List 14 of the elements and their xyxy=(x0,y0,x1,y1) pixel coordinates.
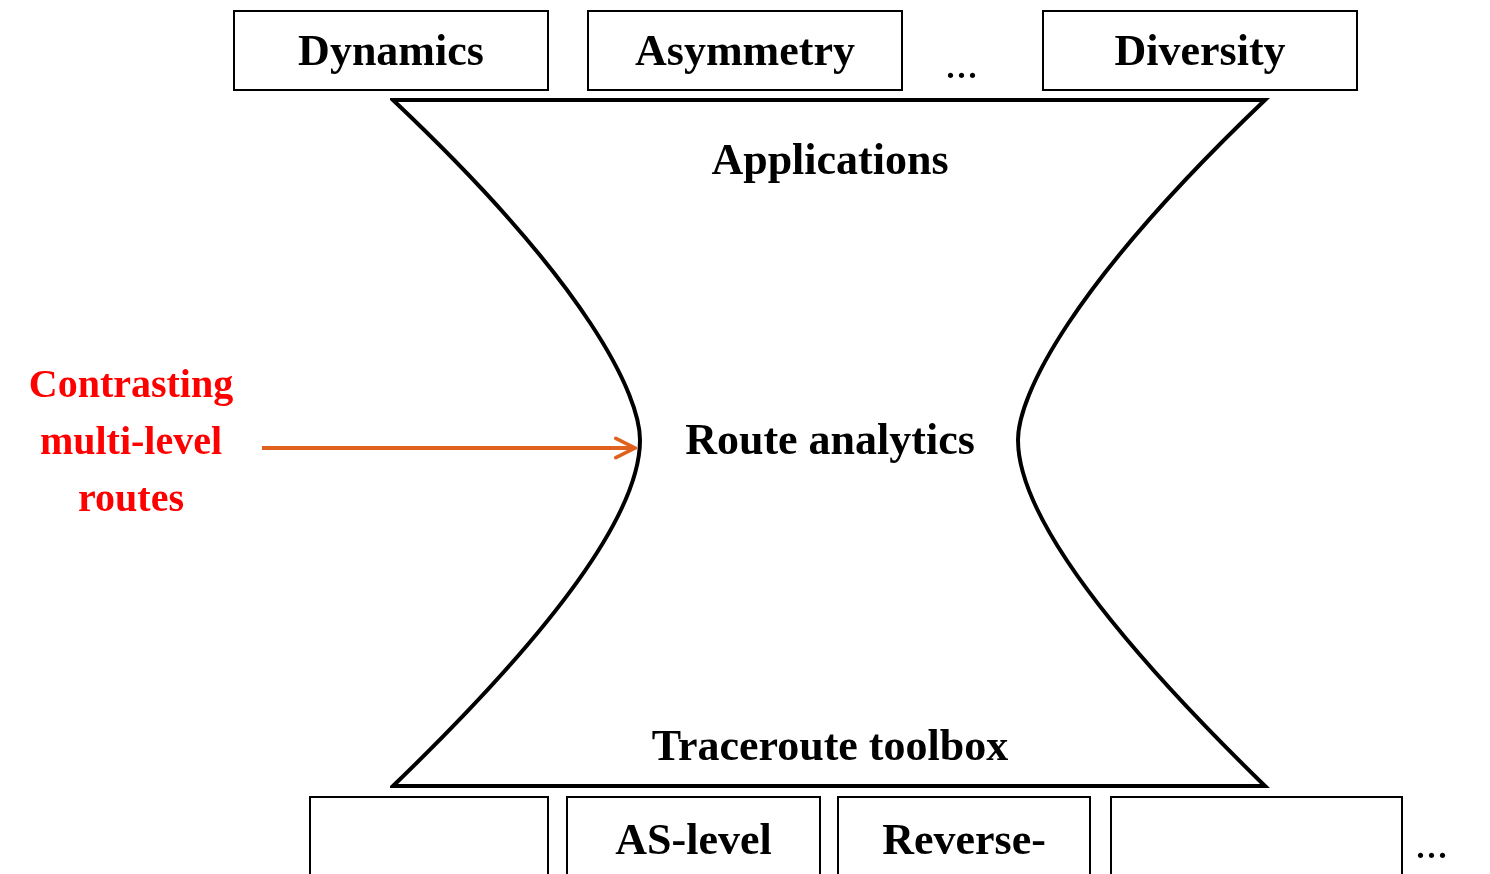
label-box xyxy=(1110,796,1403,874)
label-box xyxy=(309,796,549,874)
category-box: Diversity xyxy=(1042,10,1358,91)
top-label: Applications xyxy=(710,134,950,185)
arrow xyxy=(262,436,637,460)
category-box: Dynamics xyxy=(233,10,549,91)
category-box: AS-level xyxy=(566,796,821,874)
bottom-label: Traceroute toolbox xyxy=(650,720,1010,771)
category-box: Reverse- xyxy=(837,796,1091,874)
annotation-text: Contrasting multi-level routes xyxy=(0,355,262,525)
ellipsis-text: ... xyxy=(945,38,978,89)
category-box: Asymmetry xyxy=(587,10,903,91)
ellipsis-text: ... xyxy=(1415,818,1448,869)
center-label: Route analytics xyxy=(684,414,976,465)
